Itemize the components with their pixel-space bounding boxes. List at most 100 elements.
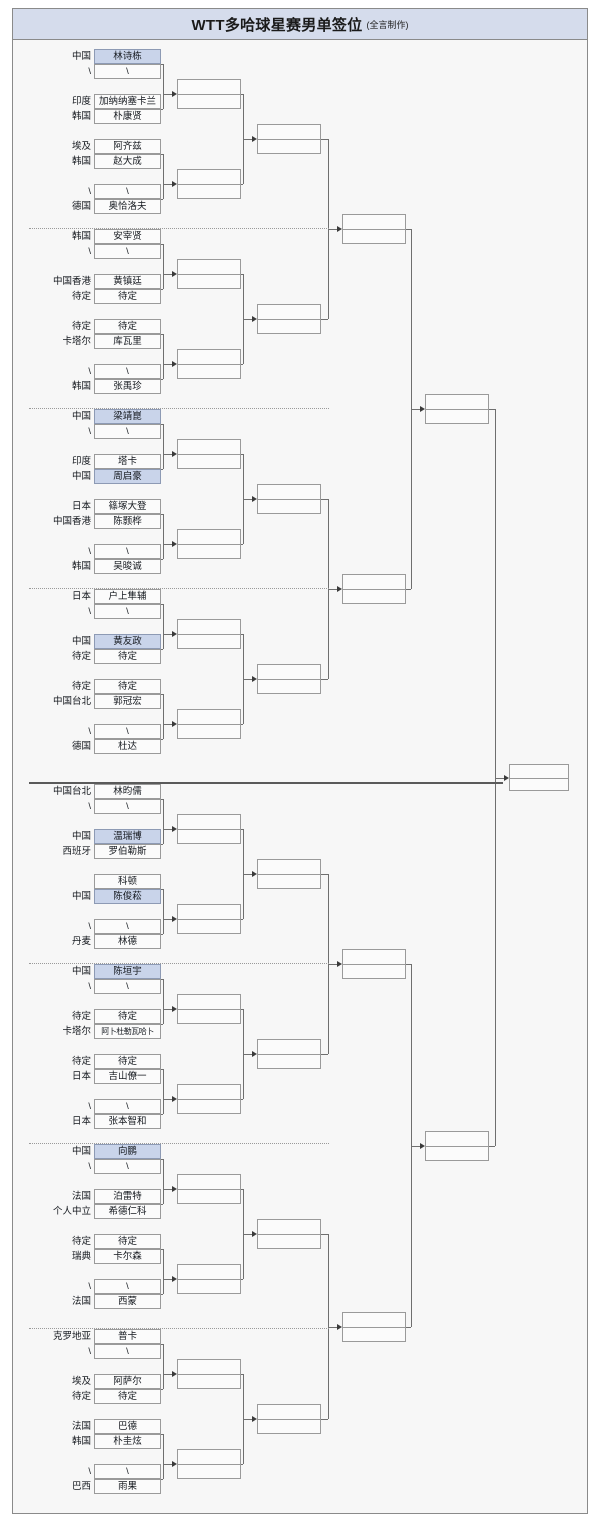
round2-winner-box[interactable] — [257, 1404, 321, 1434]
seed-cell[interactable]: 赵大成 — [94, 154, 161, 169]
seed-cell[interactable]: 杜达 — [94, 739, 161, 754]
round1-winner-box[interactable] — [177, 1264, 241, 1294]
seed-cell[interactable]: 待定 — [94, 319, 161, 334]
round1-winner-box[interactable] — [177, 1449, 241, 1479]
seed-cell[interactable]: 梁靖崑 — [94, 409, 161, 424]
seed-cell[interactable]: 阿萨尔 — [94, 1374, 161, 1389]
round2-winner-box[interactable] — [257, 124, 321, 154]
seed-cell[interactable]: 吴晙诚 — [94, 559, 161, 574]
seed-cell[interactable]: 阿卜杜勒瓦哈卜 — [94, 1024, 161, 1039]
seed-cell[interactable]: \ — [94, 799, 161, 814]
seed-country: 待定 — [71, 1056, 91, 1067]
seed-cell[interactable]: 安宰贤 — [94, 229, 161, 244]
seed-cell[interactable]: 张本智和 — [94, 1114, 161, 1129]
seed-cell[interactable]: 加纳纳塞卡兰 — [94, 94, 161, 109]
seed-cell[interactable]: 西蒙 — [94, 1294, 161, 1309]
seed-cell[interactable]: \ — [94, 604, 161, 619]
round3-winner-box[interactable] — [342, 214, 406, 244]
round1-winner-box[interactable] — [177, 79, 241, 109]
seed-cell[interactable]: 待定 — [94, 1234, 161, 1249]
seed-cell[interactable]: 待定 — [94, 649, 161, 664]
seed-cell[interactable]: 待定 — [94, 289, 161, 304]
seed-cell[interactable]: \ — [94, 724, 161, 739]
seed-cell[interactable]: 希德仁科 — [94, 1204, 161, 1219]
seed-cell[interactable]: 泊雷特 — [94, 1189, 161, 1204]
round2-winner-box[interactable] — [257, 304, 321, 334]
seed-cell[interactable]: 黄友政 — [94, 634, 161, 649]
seed-cell[interactable]: 林德 — [94, 934, 161, 949]
round2-winner-box[interactable] — [257, 664, 321, 694]
seed-cell[interactable]: 待定 — [94, 1009, 161, 1024]
seed-cell[interactable]: 户上隼辅 — [94, 589, 161, 604]
seed-cell[interactable]: \ — [94, 1464, 161, 1479]
round1-winner-box[interactable] — [177, 709, 241, 739]
round1-winner-box[interactable] — [177, 1084, 241, 1114]
seed-cell[interactable]: \ — [94, 364, 161, 379]
seed-cell[interactable]: 张禹珍 — [94, 379, 161, 394]
seed-cell[interactable]: 吉山僚一 — [94, 1069, 161, 1084]
round4-winner-box[interactable] — [425, 1131, 489, 1161]
round1-winner-box[interactable] — [177, 529, 241, 559]
seed-cell[interactable]: 郭冠宏 — [94, 694, 161, 709]
round2-winner-box[interactable] — [257, 484, 321, 514]
seed-cell[interactable]: \ — [94, 424, 161, 439]
winner-box-divider — [178, 1189, 240, 1190]
round3-winner-box[interactable] — [342, 1312, 406, 1342]
round1-winner-box[interactable] — [177, 904, 241, 934]
seed-cell[interactable]: \ — [94, 979, 161, 994]
seed-cell[interactable]: 向鹏 — [94, 1144, 161, 1159]
seed-cell[interactable]: 罗伯勒斯 — [94, 844, 161, 859]
seed-cell[interactable]: \ — [94, 64, 161, 79]
seed-cell[interactable]: \ — [94, 244, 161, 259]
seed-cell[interactable]: 库瓦里 — [94, 334, 161, 349]
seed-cell[interactable]: \ — [94, 1159, 161, 1174]
seed-cell[interactable]: 阿齐兹 — [94, 139, 161, 154]
round1-winner-box[interactable] — [177, 169, 241, 199]
round3-winner-box[interactable] — [342, 574, 406, 604]
round3-winner-box[interactable] — [342, 949, 406, 979]
round2-winner-box[interactable] — [257, 1219, 321, 1249]
seed-cell[interactable]: 待定 — [94, 679, 161, 694]
round1-winner-box[interactable] — [177, 619, 241, 649]
seed-cell[interactable]: 塔卡 — [94, 454, 161, 469]
seed-cell[interactable]: 陈俊菘 — [94, 889, 161, 904]
seed-cell[interactable]: \ — [94, 1279, 161, 1294]
round1-winner-box[interactable] — [177, 259, 241, 289]
round1-winner-box[interactable] — [177, 1174, 241, 1204]
seed-cell[interactable]: \ — [94, 1099, 161, 1114]
seed-cell[interactable]: 陈垣宇 — [94, 964, 161, 979]
seed-cell[interactable]: 普卡 — [94, 1329, 161, 1344]
seed-cell[interactable]: 周启豪 — [94, 469, 161, 484]
seed-cell[interactable]: 陈颢桦 — [94, 514, 161, 529]
seed-cell[interactable]: 雨果 — [94, 1479, 161, 1494]
seed-cell[interactable]: 卡尔森 — [94, 1249, 161, 1264]
final-winner-box[interactable] — [509, 764, 569, 791]
seed-cell[interactable]: \ — [94, 184, 161, 199]
seed-cell[interactable]: 待定 — [94, 1054, 161, 1069]
seed-cell[interactable]: \ — [94, 1344, 161, 1359]
round1-winner-box[interactable] — [177, 1359, 241, 1389]
page-title: WTT多哈球星赛男单签位 — [191, 16, 363, 34]
draw-half-divider — [29, 782, 503, 784]
seed-cell[interactable]: 篠塚大登 — [94, 499, 161, 514]
round1-winner-box[interactable] — [177, 814, 241, 844]
seed-cell[interactable]: 巴德 — [94, 1419, 161, 1434]
round2-winner-box[interactable] — [257, 859, 321, 889]
seed-cell[interactable]: 黄镇廷 — [94, 274, 161, 289]
seed-cell[interactable]: \ — [94, 544, 161, 559]
round1-winner-box[interactable] — [177, 349, 241, 379]
seed-cell[interactable]: 科顿 — [94, 874, 161, 889]
seed-cell[interactable]: 朴圭炫 — [94, 1434, 161, 1449]
seed-country: \ — [88, 1346, 91, 1357]
round1-winner-box[interactable] — [177, 994, 241, 1024]
seed-cell[interactable]: 朴康贤 — [94, 109, 161, 124]
round2-winner-box[interactable] — [257, 1039, 321, 1069]
round1-winner-box[interactable] — [177, 439, 241, 469]
seed-cell[interactable]: 温瑞博 — [94, 829, 161, 844]
round4-winner-box[interactable] — [425, 394, 489, 424]
seed-cell[interactable]: 待定 — [94, 1389, 161, 1404]
seed-cell[interactable]: \ — [94, 919, 161, 934]
seed-cell[interactable]: 林昀儒 — [94, 784, 161, 799]
seed-cell[interactable]: 林诗栋 — [94, 49, 161, 64]
seed-cell[interactable]: 奥恰洛夫 — [94, 199, 161, 214]
